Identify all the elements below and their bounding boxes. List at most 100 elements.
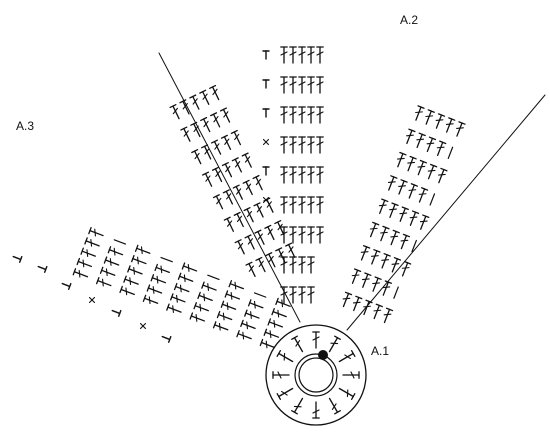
double-crochet-icon bbox=[254, 229, 265, 245]
label-a2: A.2 bbox=[400, 13, 419, 27]
double-crochet-icon bbox=[240, 319, 256, 330]
start-dot-icon bbox=[318, 350, 328, 360]
double-crochet-icon bbox=[307, 106, 315, 124]
double-crochet-icon bbox=[201, 281, 217, 291]
double-crochet-icon bbox=[191, 149, 202, 165]
double-crochet-icon bbox=[316, 136, 324, 154]
double-crochet-icon bbox=[307, 166, 315, 184]
double-crochet-icon bbox=[307, 76, 315, 94]
double-crochet-icon bbox=[438, 167, 448, 184]
double-crochet-icon bbox=[406, 128, 416, 145]
double-crochet-icon bbox=[228, 280, 244, 290]
double-crochet-icon bbox=[223, 216, 234, 232]
double-crochet-icon bbox=[201, 144, 212, 160]
double-crochet-icon bbox=[371, 249, 381, 265]
double-crochet-icon bbox=[307, 226, 315, 244]
double-crochet-icon bbox=[219, 107, 231, 123]
double-crochet-icon bbox=[328, 397, 341, 415]
double-crochet-icon bbox=[436, 140, 447, 157]
double-crochet-icon bbox=[298, 46, 306, 64]
double-crochet-icon bbox=[224, 290, 241, 300]
double-crochet-icon bbox=[351, 268, 362, 284]
double-crochet-icon bbox=[173, 282, 190, 293]
a3-stitch-fan bbox=[12, 84, 296, 349]
double-crochet-icon bbox=[134, 244, 151, 255]
half-double-crochet-icon bbox=[262, 79, 270, 89]
boundary-line-right bbox=[346, 94, 546, 331]
double-crochet-icon bbox=[342, 371, 360, 379]
a1-stitch-ring bbox=[272, 331, 360, 419]
double-crochet-icon bbox=[189, 312, 206, 322]
double-crochet-icon bbox=[242, 179, 253, 196]
double-crochet-icon bbox=[289, 46, 297, 64]
double-crochet-icon bbox=[307, 46, 315, 64]
double-crochet-icon bbox=[372, 276, 382, 292]
double-crochet-icon bbox=[373, 303, 383, 320]
double-crochet-icon bbox=[338, 350, 356, 363]
double-crochet-icon bbox=[338, 387, 356, 400]
double-crochet-icon bbox=[231, 157, 242, 173]
double-crochet-icon bbox=[285, 242, 296, 258]
double-crochet-icon bbox=[216, 310, 233, 321]
double-crochet-icon bbox=[211, 166, 223, 183]
double-crochet-icon bbox=[190, 121, 201, 138]
double-crochet-icon bbox=[298, 226, 306, 244]
double-crochet-icon bbox=[276, 350, 294, 363]
double-crochet-icon bbox=[276, 387, 294, 400]
double-crochet-icon bbox=[99, 266, 116, 277]
label-a1: A.1 bbox=[371, 344, 390, 358]
half-double-crochet-icon bbox=[61, 282, 72, 290]
double-crochet-icon bbox=[387, 175, 398, 191]
chain-icon bbox=[113, 239, 127, 245]
double-crochet-icon bbox=[307, 136, 315, 154]
double-crochet-icon bbox=[212, 321, 229, 331]
half-double-crochet-icon bbox=[111, 309, 122, 317]
double-crochet-icon bbox=[271, 308, 287, 318]
double-crochet-icon bbox=[280, 46, 288, 64]
double-crochet-icon bbox=[307, 256, 315, 274]
double-crochet-icon bbox=[360, 245, 371, 261]
double-crochet-icon bbox=[275, 297, 291, 308]
chain-icon bbox=[429, 193, 436, 206]
double-crochet-icon bbox=[415, 105, 425, 121]
double-crochet-icon bbox=[202, 171, 213, 187]
half-double-crochet-icon bbox=[161, 335, 172, 343]
double-crochet-icon bbox=[212, 194, 224, 210]
a2-stitch-fan bbox=[342, 105, 466, 324]
double-crochet-icon bbox=[280, 226, 288, 244]
double-crochet-icon bbox=[316, 196, 324, 214]
double-crochet-icon bbox=[416, 132, 426, 149]
double-crochet-icon bbox=[264, 224, 275, 241]
double-crochet-icon bbox=[245, 261, 256, 277]
double-crochet-icon bbox=[119, 285, 135, 296]
half-double-crochet-icon bbox=[37, 265, 48, 273]
double-crochet-icon bbox=[72, 268, 89, 278]
single-crochet-icon bbox=[88, 296, 96, 304]
double-crochet-icon bbox=[169, 104, 180, 120]
chain-icon bbox=[160, 256, 173, 263]
double-crochet-icon bbox=[103, 256, 120, 266]
double-crochet-icon bbox=[289, 196, 297, 214]
double-crochet-icon bbox=[177, 272, 194, 283]
single-crochet-icon bbox=[262, 196, 270, 204]
double-crochet-icon bbox=[298, 76, 306, 94]
double-crochet-icon bbox=[274, 220, 285, 236]
magic-ring-icon bbox=[294, 353, 338, 397]
double-crochet-icon bbox=[409, 210, 420, 226]
double-crochet-icon bbox=[381, 253, 391, 269]
double-crochet-icon bbox=[131, 254, 147, 265]
double-crochet-icon bbox=[220, 134, 232, 151]
double-crochet-icon bbox=[88, 226, 104, 237]
double-crochet-icon bbox=[236, 330, 252, 340]
double-crochet-icon bbox=[280, 196, 288, 214]
double-crochet-icon bbox=[146, 284, 163, 294]
double-crochet-icon bbox=[247, 299, 264, 309]
double-crochet-icon bbox=[407, 155, 417, 172]
double-crochet-icon bbox=[419, 214, 430, 230]
single-crochet-icon bbox=[139, 322, 147, 330]
double-crochet-icon bbox=[244, 309, 260, 319]
half-double-crochet-icon bbox=[262, 50, 270, 60]
double-crochet-icon bbox=[298, 196, 306, 214]
double-crochet-icon bbox=[425, 109, 435, 125]
